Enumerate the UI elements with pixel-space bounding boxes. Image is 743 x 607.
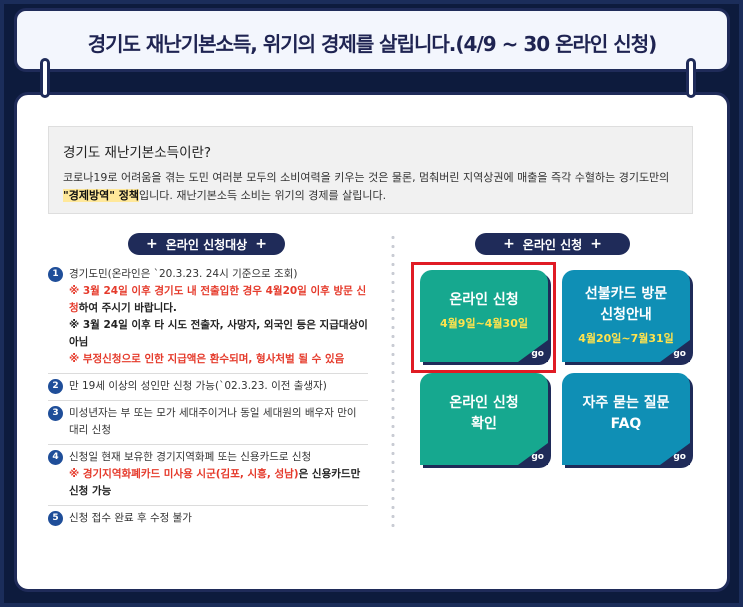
number-badge-1: 1 [48, 267, 63, 282]
plus-icon: + [590, 236, 602, 252]
card-title: 온라인 신청 [449, 292, 519, 308]
item-note: ※ 경기지역화폐카드 미사용 시군(김포, 시흥, 성남)은 신용카드만 신청 … [69, 468, 361, 497]
item-text: 경기도민(온라인은 `20.3.23. 24시 기준으로 조회) [69, 268, 298, 280]
card-period: 4월20일~7월31일 [578, 332, 674, 345]
eligibility-header: + 온라인 신청대상 + [128, 233, 285, 255]
online-apply-check-button[interactable]: 온라인 신청확인 go [420, 373, 548, 465]
binder-ring-right [686, 58, 696, 98]
page-title: 경기도 재난기본소득, 위기의 경제를 살립니다.(4/9 ~ 30 온라인 신… [87, 32, 658, 56]
number-badge-3: 3 [48, 406, 63, 421]
eligibility-header-label: 온라인 신청대상 [165, 237, 248, 252]
online-apply-button[interactable]: 온라인 신청 4월9일~4월30일 go [420, 270, 548, 362]
item-warning: ※ 부정신청으로 인한 지급액은 환수되며, 형사처벌 될 수 있음 [69, 353, 345, 365]
column-divider [391, 233, 395, 533]
number-badge-5: 5 [48, 511, 63, 526]
eligibility-list: 1 경기도민(온라인은 `20.3.23. 24시 기준으로 조회) ※ 3월 … [48, 262, 368, 532]
list-item: 4 신청일 현재 보유한 경기지역화폐 또는 신용카드로 신청 ※ 경기지역화폐… [48, 445, 368, 506]
card-title: 자주 묻는 질문 FAQ [582, 395, 670, 432]
item-note: ※ 3월 24일 이후 경기도 내 전출입한 경우 4월20일 이후 방문 신청… [69, 285, 367, 314]
list-item: 5 신청 접수 완료 후 수정 불가 [48, 506, 368, 532]
intro-body-part1: 코로나19로 어려움을 겪는 도민 여러분 모두의 소비여력을 키우는 것은 물… [63, 171, 670, 184]
go-tab: go [518, 443, 548, 465]
faq-button[interactable]: 자주 묻는 질문 FAQ go [562, 373, 690, 465]
item-text: 신청 접수 완료 후 수정 불가 [69, 512, 192, 524]
number-badge-2: 2 [48, 379, 63, 394]
apply-header: + 온라인 신청 + [475, 233, 630, 255]
apply-header-label: 온라인 신청 [522, 237, 583, 252]
item-text: 신청일 현재 보유한 경기지역화폐 또는 신용카드로 신청 [69, 451, 312, 463]
list-item: 2 만 19세 이상의 성인만 신청 가능(`02.3.23. 이전 출생자) [48, 374, 368, 401]
intro-highlight: "경제방역" 정책 [63, 189, 140, 202]
card-title: 선불카드 방문 신청안내 [584, 286, 668, 323]
title-banner: 경기도 재난기본소득, 위기의 경제를 살립니다.(4/9 ~ 30 온라인 신… [14, 8, 730, 72]
prepaid-card-visit-button[interactable]: 선불카드 방문 신청안내 4월20일~7월31일 go [562, 270, 690, 362]
intro-body-part2: 입니다. 재난기본소득 소비는 위기의 경제를 살립니다. [139, 189, 387, 202]
list-item: 3 미성년자는 부 또는 모가 세대주이거나 동일 세대원의 배우자 만이 대리… [48, 401, 368, 445]
card-period: 4월9일~4월30일 [440, 317, 528, 330]
item-text: 만 19세 이상의 성인만 신청 가능(`02.3.23. 이전 출생자) [69, 380, 327, 392]
intro-box: 경기도 재난기본소득이란? 코로나19로 어려움을 겪는 도민 여러분 모두의 … [48, 126, 693, 214]
binder-ring-left [40, 58, 50, 98]
number-badge-4: 4 [48, 450, 63, 465]
intro-text: 코로나19로 어려움을 겪는 도민 여러분 모두의 소비여력을 키우는 것은 물… [63, 169, 678, 205]
plus-icon: + [146, 236, 158, 252]
card-title: 온라인 신청확인 [449, 395, 519, 432]
intro-title: 경기도 재난기본소득이란? [63, 145, 212, 161]
item-text: 미성년자는 부 또는 모가 세대주이거나 동일 세대원의 배우자 만이 대리 신… [69, 407, 357, 436]
go-tab: go [660, 443, 690, 465]
plus-icon: + [503, 236, 515, 252]
item-note: ※ 3월 24일 이후 타 시도 전출자, 사망자, 외국인 등은 지급대상이 … [69, 319, 368, 348]
list-item: 1 경기도민(온라인은 `20.3.23. 24시 기준으로 조회) ※ 3월 … [48, 262, 368, 374]
plus-icon: + [255, 236, 267, 252]
selection-highlight [411, 262, 556, 373]
